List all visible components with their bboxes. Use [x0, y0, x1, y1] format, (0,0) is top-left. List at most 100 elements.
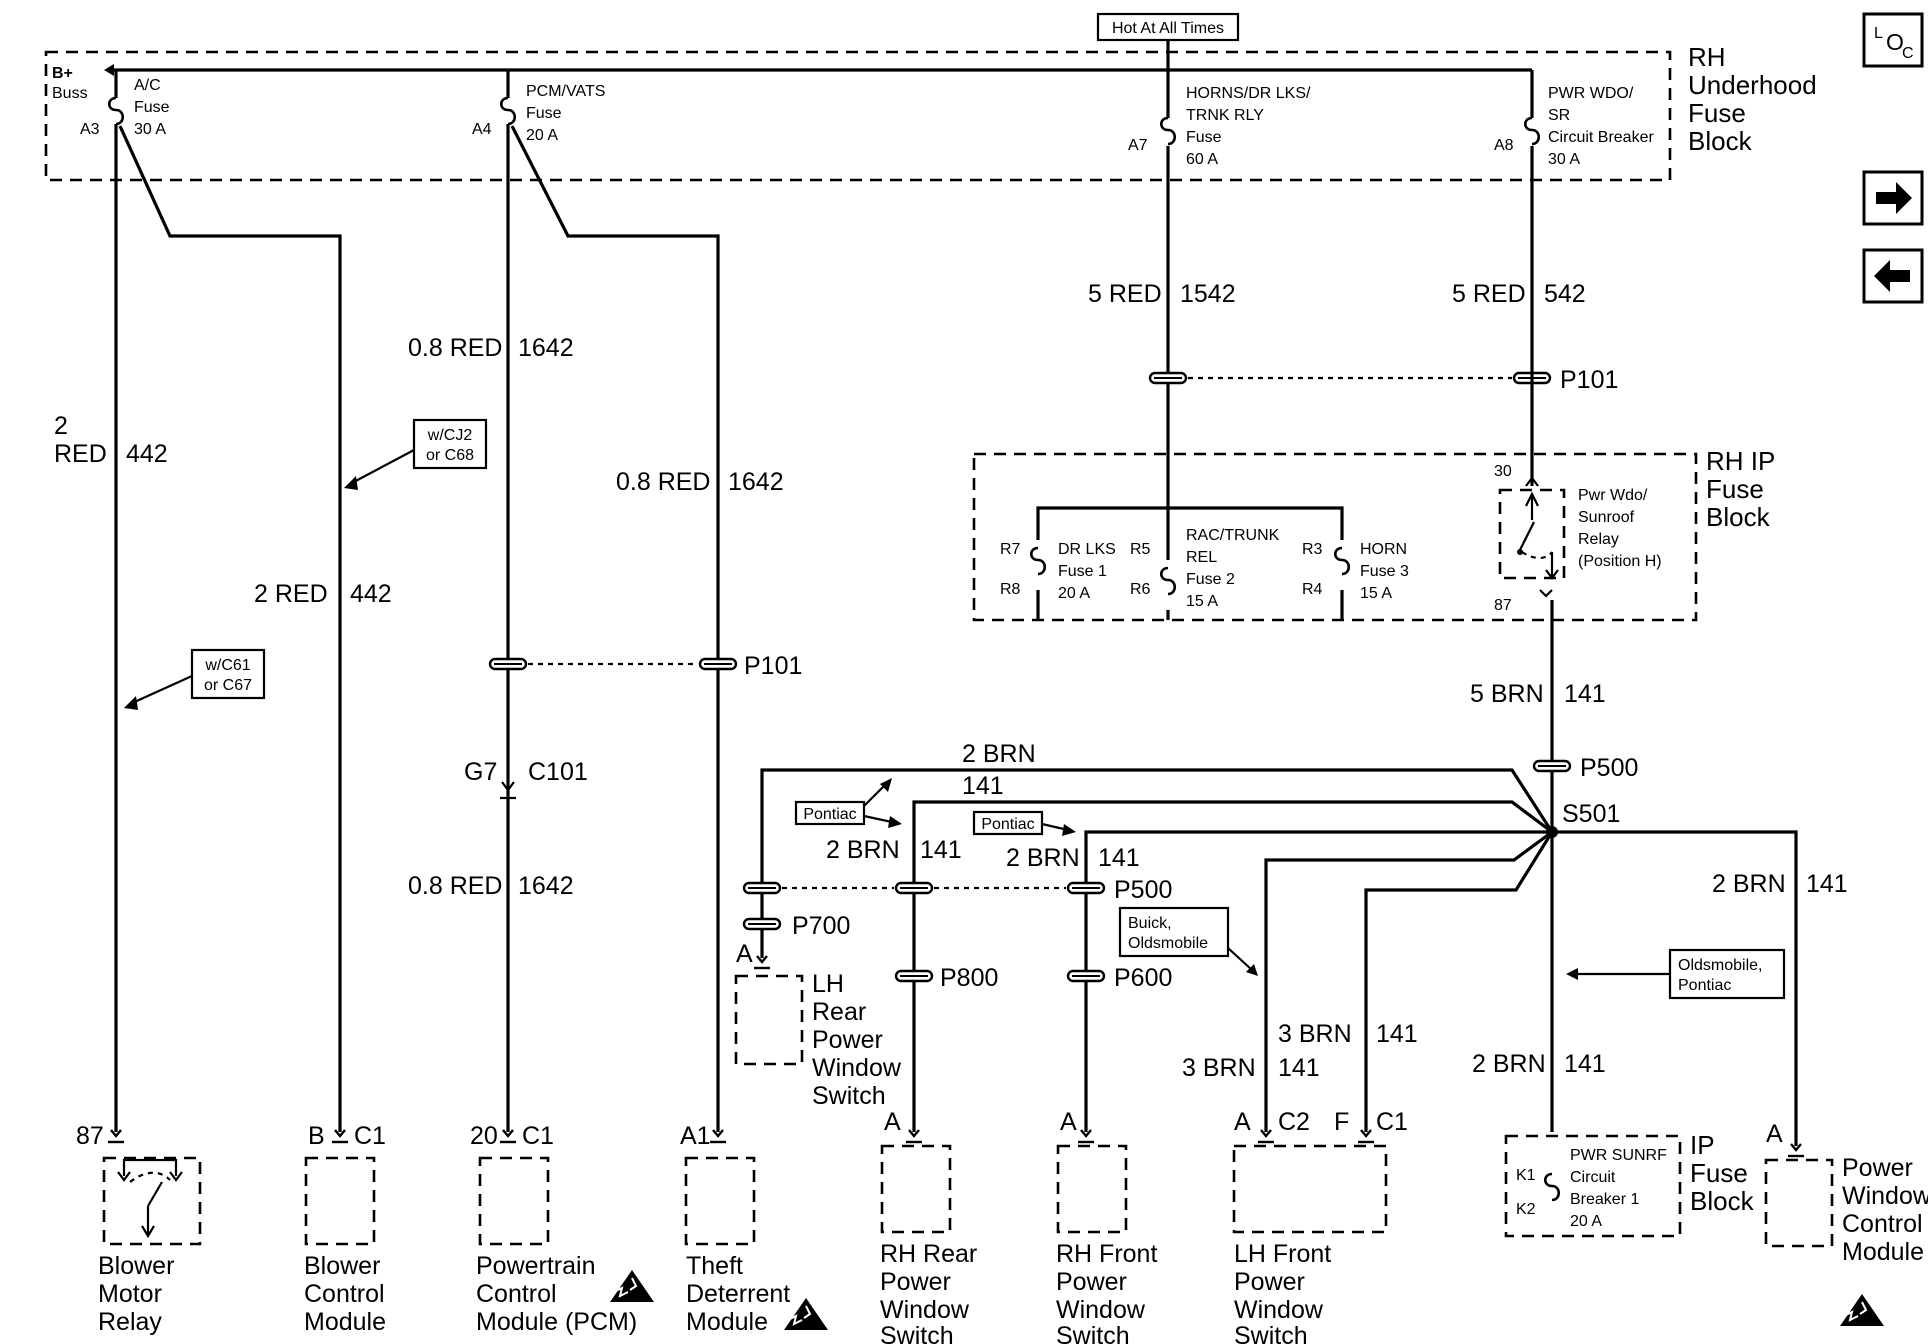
wire-label: 2 BRN [1472, 1050, 1546, 1078]
wire-141-rh-front [1084, 830, 1552, 1132]
svg-text:Relay: Relay [1578, 531, 1619, 548]
svg-text:Fuse: Fuse [526, 105, 562, 122]
note-olds-pontiac: Oldsmobile, Pontiac [1566, 948, 1786, 1000]
svg-text:Blower: Blower [304, 1252, 380, 1280]
underhood-title-3: Fuse [1688, 98, 1746, 128]
svg-text:A: A [736, 940, 753, 968]
wire-label: 5 RED [1452, 280, 1526, 308]
note-cj2: w/CJ2 or C68 [344, 418, 488, 490]
p700-connector: P700 [792, 912, 850, 940]
svg-text:A: A [884, 1108, 901, 1136]
locator-button[interactable]: L O C [1862, 12, 1924, 68]
p800-connector: P800 [940, 964, 998, 992]
svg-text:DR LKS: DR LKS [1058, 541, 1116, 558]
svg-text:(Position H): (Position H) [1578, 553, 1662, 570]
wire-141-lh-front-c1 [1364, 831, 1554, 1132]
hot-at-all-times-label: Hot At All Times [1096, 12, 1240, 42]
power-window-control-module: A Power Window Control Module [1764, 1120, 1928, 1327]
svg-text:Pontiac: Pontiac [803, 806, 856, 823]
wire-442-module [118, 125, 342, 1132]
bplus-label: B+ [52, 65, 73, 82]
svg-text:Window: Window [812, 1054, 902, 1082]
svg-text:Fuse: Fuse [1186, 129, 1222, 146]
svg-text:Fuse: Fuse [1690, 1158, 1748, 1188]
svg-text:A7: A7 [1128, 137, 1148, 154]
svg-text:Fuse 1: Fuse 1 [1058, 563, 1107, 580]
svg-text:Block: Block [1690, 1186, 1755, 1216]
svg-text:HORN: HORN [1360, 541, 1407, 558]
wire-label: 0.8 RED [408, 872, 502, 900]
svg-text:Module (PCM): Module (PCM) [476, 1308, 637, 1336]
svg-text:Control: Control [476, 1280, 557, 1308]
wire-label: 141 [1376, 1020, 1418, 1048]
svg-text:Breaker 1: Breaker 1 [1570, 1191, 1639, 1208]
svg-text:Module: Module [1842, 1238, 1924, 1266]
ip-fuse-block: K1 K2 PWR SUNRF Circuit Breaker 1 20 A I… [1504, 1130, 1755, 1238]
horn-fuse: R3 R4 HORN Fuse 3 15 A [1302, 540, 1409, 602]
wire-label: 141 [1564, 680, 1606, 708]
underhood-title-1: RH [1688, 42, 1726, 72]
svg-text:20: 20 [470, 1122, 498, 1150]
svg-text:Control: Control [304, 1280, 385, 1308]
svg-text:87: 87 [1494, 597, 1512, 614]
svg-text:60 A: 60 A [1186, 151, 1218, 168]
svg-text:20 A: 20 A [526, 127, 558, 144]
svg-text:C: C [1902, 45, 1914, 62]
wire-141-rh-rear [912, 800, 1553, 1132]
svg-text:Control: Control [1842, 1210, 1923, 1238]
note-c61: w/C61 or C67 [124, 648, 266, 710]
underhood-title-4: Block [1688, 126, 1753, 156]
svg-text:A1: A1 [680, 1122, 711, 1150]
wire-label: 3 BRN [1182, 1054, 1256, 1082]
svg-text:REL: REL [1186, 549, 1217, 566]
fuse-a4: A4 PCM/VATS Fuse 20 A [472, 70, 605, 144]
rh-ip-title-2: Fuse [1706, 474, 1764, 504]
note-buick-olds: Buick, Oldsmobile [1118, 906, 1258, 976]
svg-text:or C67: or C67 [204, 677, 252, 694]
svg-text:Powertrain: Powertrain [476, 1252, 596, 1280]
svg-text:A8: A8 [1494, 137, 1514, 154]
svg-text:A: A [1060, 1108, 1077, 1136]
wire-label: 141 [1278, 1054, 1320, 1082]
svg-text:LH: LH [812, 970, 844, 998]
svg-text:A: A [1766, 1120, 1783, 1148]
wire-label: 442 [126, 440, 168, 468]
svg-text:87: 87 [76, 1122, 104, 1150]
svg-text:30 A: 30 A [1548, 151, 1580, 168]
svg-text:A3: A3 [80, 121, 100, 138]
svg-text:30: 30 [1494, 463, 1512, 480]
wire-label: 1642 [518, 334, 574, 362]
svg-text:F: F [1334, 1108, 1349, 1136]
svg-text:Fuse: Fuse [134, 99, 170, 116]
next-page-button[interactable] [1862, 170, 1924, 226]
svg-text:Circuit Breaker: Circuit Breaker [1548, 129, 1654, 146]
wire-label: 542 [1544, 280, 1586, 308]
svg-text:L: L [1874, 25, 1883, 42]
svg-text:Oldsmobile,: Oldsmobile, [1678, 957, 1762, 974]
esd-warning-icon [783, 1297, 829, 1331]
wire-label: 2 BRN [826, 836, 900, 864]
svg-text:PWR WDO/: PWR WDO/ [1548, 85, 1634, 102]
svg-text:Switch: Switch [1056, 1322, 1130, 1344]
svg-text:Switch: Switch [812, 1082, 886, 1110]
lh-rear-power-window-switch: A LH Rear Power Window Switch [734, 940, 902, 1110]
lh-front-power-window-switch: A C2 F C1 LH Front Power Window Switch [1232, 1108, 1408, 1344]
svg-text:Power: Power [812, 1026, 883, 1054]
svg-text:Pontiac: Pontiac [1678, 977, 1731, 994]
wire-label: 442 [350, 580, 392, 608]
wire-label: 5 RED [1088, 280, 1162, 308]
previous-page-button[interactable] [1862, 248, 1924, 304]
svg-text:R8: R8 [1000, 581, 1021, 598]
svg-text:Circuit: Circuit [1570, 1169, 1616, 1186]
bus-arrow-icon [104, 64, 114, 76]
theft-deterrent-module: A1 Theft Deterrent Module [680, 1122, 829, 1336]
dr-lks-fuse: R7 R8 DR LKS Fuse 1 20 A [1000, 540, 1116, 602]
svg-text:C1: C1 [522, 1122, 554, 1150]
rh-ip-title-3: Block [1706, 502, 1771, 532]
svg-text:R3: R3 [1302, 541, 1323, 558]
svg-text:Fuse 2: Fuse 2 [1186, 571, 1235, 588]
svg-text:Fuse 3: Fuse 3 [1360, 563, 1409, 580]
svg-text:A4: A4 [472, 121, 492, 138]
svg-text:LH Front: LH Front [1234, 1240, 1331, 1268]
svg-text:Module: Module [304, 1308, 386, 1336]
